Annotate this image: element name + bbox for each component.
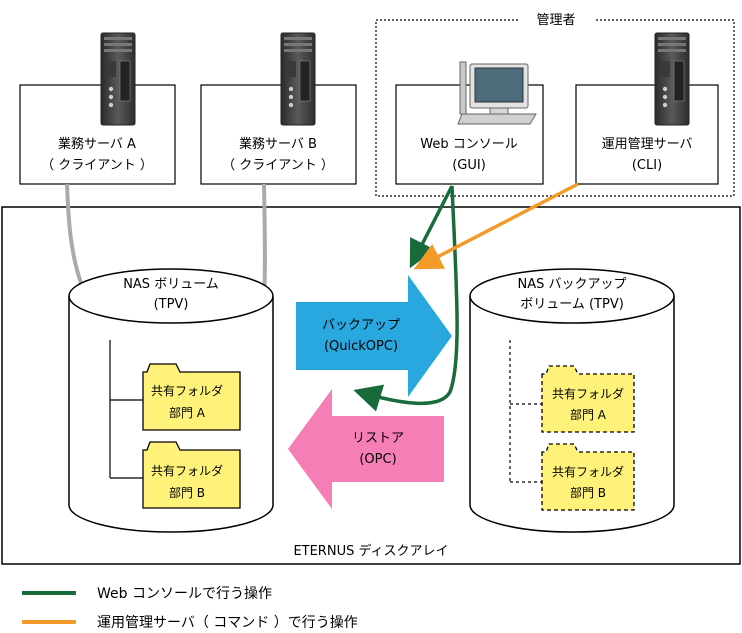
server-icon xyxy=(100,32,136,126)
eternus-label: ETERNUS ディスクアレイ xyxy=(293,543,448,559)
web-console-line2: (GUI) xyxy=(452,158,486,173)
src-folder-b-line1: 共有フォルダ xyxy=(151,463,223,478)
src-folder-b-line2: 部門 B xyxy=(169,485,205,500)
restore-arrow-line2: (OPC) xyxy=(359,452,396,467)
pc-icon xyxy=(457,61,537,125)
folder-icon xyxy=(541,443,635,511)
backup-tree-lines xyxy=(509,340,542,483)
server-icon xyxy=(654,32,690,126)
server-b-line1: 業務サーバ B xyxy=(239,136,317,152)
server-a-line1: 業務サーバ A xyxy=(58,136,136,152)
mgmt-server-line1: 運用管理サーバ xyxy=(602,137,693,152)
src-folder-a-line2: 部門 A xyxy=(169,405,206,420)
dst-folder-b-line1: 共有フォルダ xyxy=(552,464,624,479)
web-control-to-restore xyxy=(353,185,459,412)
server-a-line2: （ クライアント ） xyxy=(41,158,153,173)
legend-web-text: Web コンソールで行う操作 xyxy=(97,586,272,602)
folder-icon xyxy=(142,363,241,431)
backup-arrow-line2: (QuickOPC) xyxy=(324,339,398,354)
server-b-box xyxy=(200,84,357,185)
dst-folder-b-line2: 部門 B xyxy=(570,485,606,500)
dst-folder-a-line2: 部門 A xyxy=(570,407,607,422)
backup-volume-line1: NAS バックアップ xyxy=(517,277,626,292)
folder-icon xyxy=(541,365,635,433)
restore-arrow xyxy=(288,389,444,509)
cli-control-to-backup xyxy=(413,182,579,270)
mgmt-server-box xyxy=(575,84,719,185)
dst-folder-a-line1: 共有フォルダ xyxy=(552,386,624,401)
web-console-line1: Web コンソール xyxy=(420,137,517,152)
nas-volume-line1: NAS ボリューム xyxy=(123,277,219,292)
admin-group-label: 管理者 xyxy=(536,13,575,28)
mgmt-server-line2: (CLI) xyxy=(632,158,662,173)
backup-arrow-line1: バックアップ xyxy=(322,318,400,333)
backup-arrow xyxy=(296,275,452,397)
server-icon xyxy=(280,32,316,126)
folder-icon xyxy=(142,441,241,509)
legend-cli-text: 運用管理サーバ（ コマンド ）で行う操作 xyxy=(97,615,358,631)
server-b-line2: （ クライアント ） xyxy=(222,158,334,173)
source-tree-lines xyxy=(109,340,143,479)
nas-volume-line2: (TPV) xyxy=(154,297,189,312)
backup-volume-line2: ボリューム (TPV) xyxy=(520,297,624,312)
server-a-box xyxy=(19,84,176,185)
restore-arrow-line1: リストア xyxy=(352,431,404,446)
eternus-array-box xyxy=(1,206,741,565)
src-folder-a-line1: 共有フォルダ xyxy=(151,383,223,398)
